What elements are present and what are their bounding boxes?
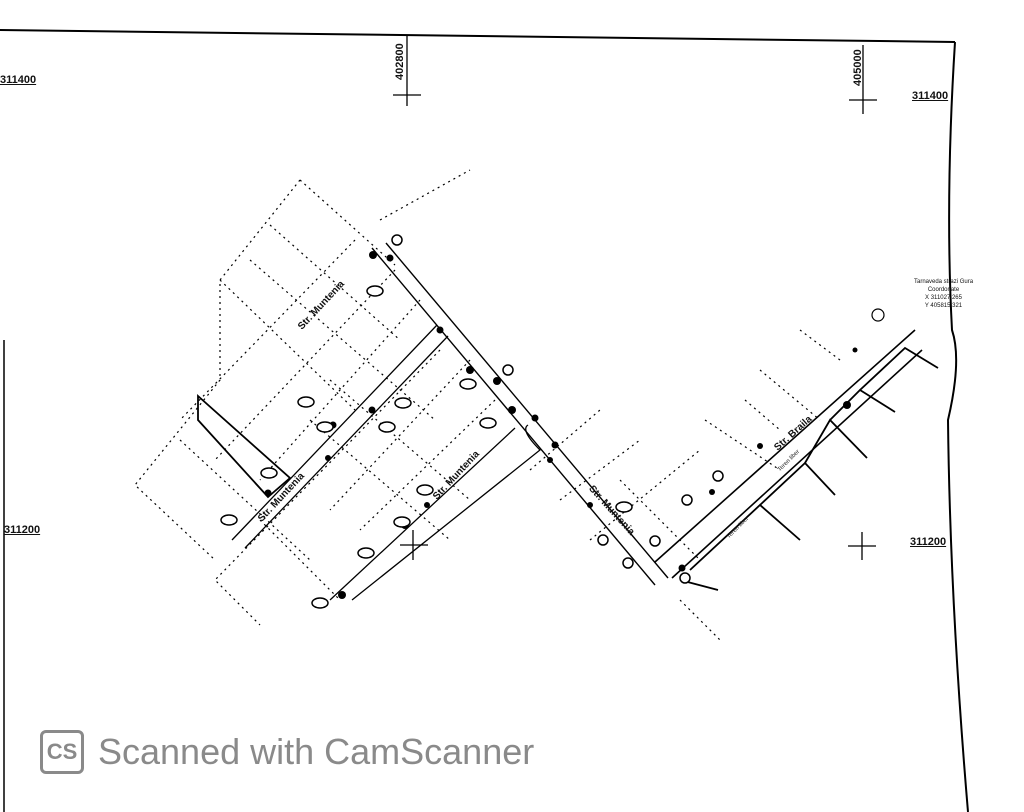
road-muntenia-lower bbox=[329, 424, 541, 601]
coord-south-left: 311200 bbox=[4, 524, 41, 536]
map-frame-right bbox=[946, 41, 969, 812]
utility-markers bbox=[264, 251, 858, 599]
coordinate-legend: Tarnaveda strazi Gura Coordonate X 31102… bbox=[914, 278, 973, 310]
well-symbols bbox=[220, 234, 724, 609]
coord-north-left: 311400 bbox=[0, 74, 37, 86]
road-muntenia-upper bbox=[231, 324, 449, 549]
legend-title: Tarnaveda strazi Gura bbox=[914, 279, 974, 285]
legend-subtitle: Coordonate bbox=[927, 287, 960, 293]
legend-x: X 311027.265 bbox=[925, 295, 962, 301]
coord-east-left: 402800 bbox=[394, 43, 406, 80]
grid-crosses bbox=[393, 35, 877, 560]
road-braila bbox=[654, 329, 923, 579]
watermark-text: Scanned with CamScanner bbox=[98, 731, 535, 772]
coord-south-right: 311200 bbox=[910, 536, 947, 548]
legend-y: Y 405815.321 bbox=[924, 303, 963, 309]
parcel-boundaries bbox=[134, 169, 841, 641]
coord-north-right: 311400 bbox=[912, 90, 949, 102]
coord-east-right: 405000 bbox=[852, 49, 864, 86]
camscanner-logo-icon: CS bbox=[40, 730, 84, 774]
road-muntenia-east bbox=[371, 242, 669, 586]
building-outline bbox=[871, 308, 885, 322]
map-frame-top bbox=[0, 29, 956, 43]
camscanner-watermark: CS Scanned with CamScanner bbox=[40, 730, 534, 774]
braila-parcels bbox=[197, 346, 939, 591]
